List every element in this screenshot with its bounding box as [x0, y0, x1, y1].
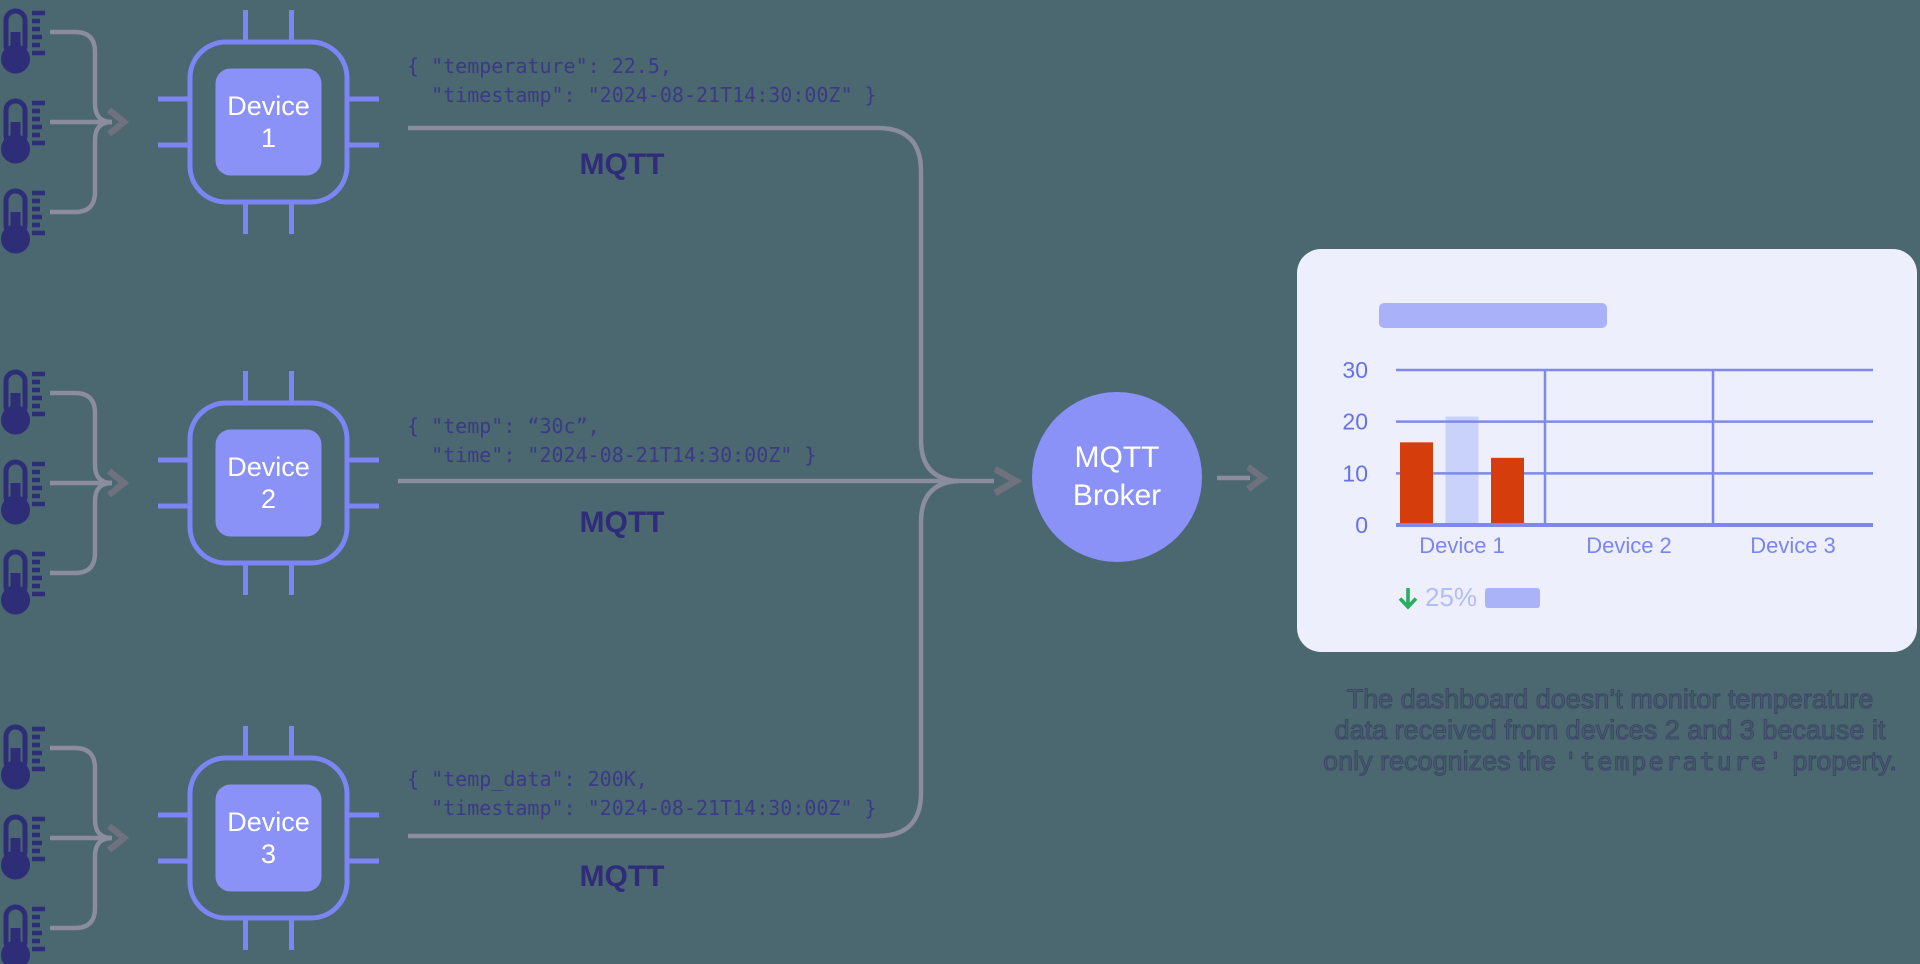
device-2-payload: { "temp": “30c”, "time": "2024-08-21T14:…	[407, 414, 817, 467]
broker-to-dashboard-arrow	[1217, 464, 1269, 492]
thermometer-icon	[3, 191, 45, 252]
thermometer-icon	[3, 101, 45, 162]
sensor-group-1	[3, 11, 124, 252]
metric-placeholder-bar	[1485, 587, 1541, 608]
thermometer-icon	[3, 552, 45, 613]
sensor-group-2	[3, 372, 124, 613]
svg-text:20: 20	[1342, 409, 1368, 435]
svg-text:30: 30	[1342, 357, 1368, 383]
svg-text:Device 3: Device 3	[1750, 533, 1836, 558]
mqtt-broker-label: MQTT Broker	[1072, 441, 1162, 512]
arrow-right-icon	[1246, 464, 1269, 492]
mqtt-connectors	[398, 125, 1023, 839]
mqtt-label-1: MQTT	[579, 148, 665, 181]
thermometer-icon	[3, 462, 45, 523]
device-3-label: Device 3	[227, 807, 310, 869]
trend-indicator: 25%	[1396, 582, 1541, 613]
down-arrow-icon	[1398, 587, 1418, 610]
svg-text:Device 1: Device 1	[1419, 533, 1505, 558]
caption-text: The dashboard doesn’t monitor temperatur…	[1323, 684, 1898, 777]
title-placeholder-bar	[1379, 303, 1607, 328]
merge-arrow-icon	[50, 748, 124, 928]
mqtt-label-2: MQTT	[579, 506, 665, 539]
svg-text:0: 0	[1355, 512, 1368, 538]
merge-arrow-icon	[50, 393, 124, 573]
thermometer-icon	[3, 907, 45, 964]
merge-arrow-icon	[50, 32, 124, 212]
device-2-label: Device 2	[227, 452, 310, 514]
device-1-payload: { "temperature": 22.5, "timestamp": "202…	[407, 54, 877, 107]
thermometer-icon	[3, 11, 45, 72]
caption-code: 'temperature'	[1563, 747, 1785, 777]
device-1-label: Device 1	[227, 91, 310, 153]
svg-text:Device 2: Device 2	[1586, 533, 1672, 558]
thermometer-icon	[3, 372, 45, 433]
arrow-right-icon	[993, 466, 1023, 496]
device-3-payload: { "temp_data": 200K, "timestamp": "2024-…	[407, 767, 877, 820]
thermometer-icon	[3, 817, 45, 878]
sensor-group-3	[3, 727, 124, 964]
mqtt-label-3: MQTT	[579, 860, 665, 893]
svg-text:10: 10	[1342, 460, 1368, 486]
thermometer-icon	[3, 727, 45, 788]
mqtt-broker-circle	[1032, 392, 1202, 562]
trend-value: 25%	[1425, 582, 1478, 612]
